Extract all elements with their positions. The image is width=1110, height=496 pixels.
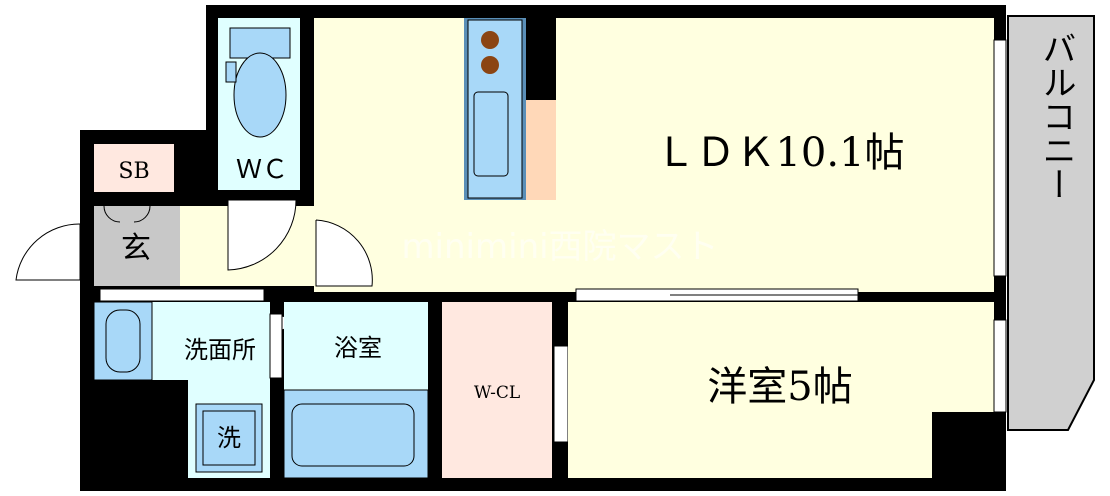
stove-burner-icon — [481, 31, 499, 49]
washroom-door — [269, 313, 283, 379]
washroom-wall — [80, 380, 188, 478]
kitchen-wall — [526, 18, 556, 100]
toilet-paper-icon — [225, 61, 237, 83]
ldk-room — [314, 18, 994, 292]
washing-machine-pan — [195, 403, 263, 473]
wcl-door — [553, 345, 569, 443]
fridge-space — [526, 100, 556, 200]
stove-burner-icon — [481, 56, 499, 74]
sentaku-label: 洗 — [217, 424, 241, 452]
genkan-area — [94, 206, 180, 286]
watermark: minimini西院マスト — [401, 227, 718, 267]
sb-label: SB — [118, 159, 149, 184]
yokushitsu-label: 浴室 — [334, 334, 382, 362]
washroom-sliding-door — [99, 288, 265, 302]
yoshitsu-room — [568, 302, 994, 412]
window-ldk — [993, 39, 1007, 277]
balcony-label: バルコニー — [1036, 31, 1076, 201]
senmenjo-label: 洗面所 — [184, 336, 256, 364]
toilet-icon — [233, 52, 287, 138]
wc-door — [227, 199, 297, 271]
washing-machine-icon — [202, 410, 256, 466]
washbasin-icon — [105, 309, 141, 373]
genkan-label: 玄 — [121, 231, 151, 266]
yoshitsu-room-lower — [568, 412, 932, 478]
sb-room — [94, 144, 174, 192]
yoshitsu-label: 洋室5帖 — [707, 364, 852, 410]
ldk-door — [315, 219, 373, 287]
window-yoshitsu — [993, 319, 1007, 413]
bathtub-icon — [291, 403, 415, 467]
wcl-label: W-CL — [474, 383, 520, 403]
sink-icon — [473, 91, 509, 177]
ldk-label: ＬＤＫ10.1帖 — [655, 130, 904, 176]
wcl-room — [442, 302, 552, 478]
balcony-area — [1007, 15, 1095, 431]
shoe-cabinet-door — [103, 205, 151, 223]
wc-label: ＷＣ — [236, 155, 288, 185]
entrance-door — [15, 223, 81, 281]
